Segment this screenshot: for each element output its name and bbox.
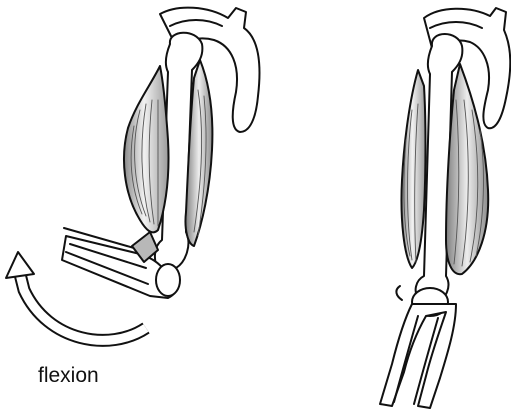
biceps-right — [401, 70, 425, 268]
flexion-caption: flexion — [38, 364, 99, 388]
triceps-right — [446, 64, 488, 274]
arm-extended — [380, 8, 510, 408]
biceps-left — [124, 66, 169, 232]
elbow-left — [156, 264, 180, 296]
arm-flexed — [62, 8, 259, 298]
